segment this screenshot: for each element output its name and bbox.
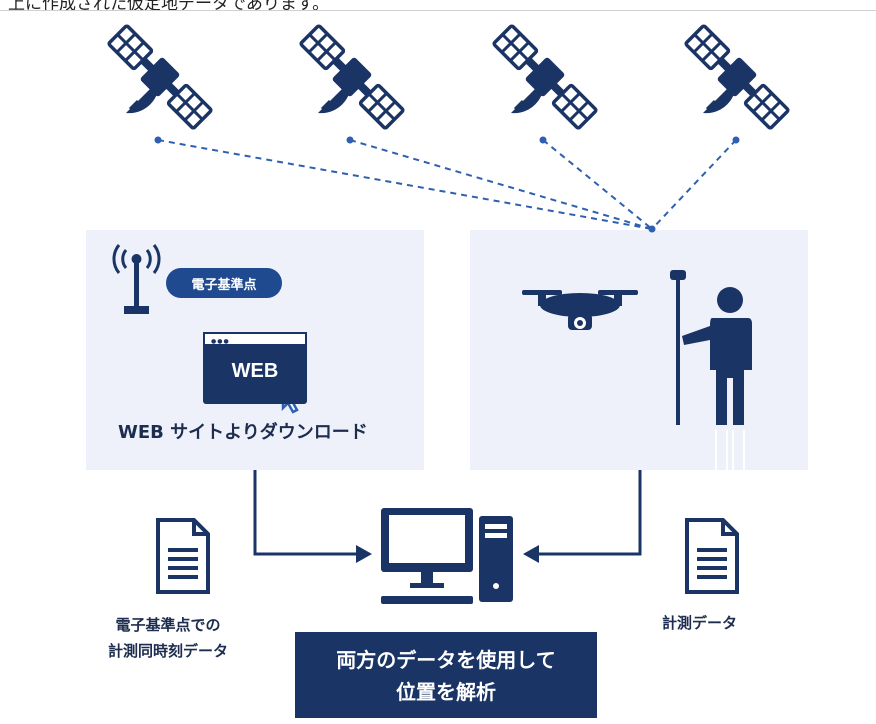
surveyor-shadow-lines <box>715 430 745 470</box>
arrow-right-icon <box>356 545 372 563</box>
reference-data-label: 電子基準点での 計測同時刻データ <box>108 612 228 664</box>
computer-icon <box>381 508 513 604</box>
reference-station-badge: 電子基準点 <box>166 268 282 298</box>
download-caption: WEB サイトよりダウンロード <box>118 422 368 443</box>
satellite-icon <box>489 21 601 133</box>
divider <box>0 10 876 11</box>
satellite-icon <box>104 21 216 133</box>
flow-arrows <box>253 470 642 556</box>
browser-title-bar: ●●● <box>203 332 307 346</box>
analysis-line2: 位置を解析 <box>396 680 496 704</box>
browser-window-icon: ●●● <box>203 332 307 404</box>
signal-lines <box>157 139 737 230</box>
survey-data-label: 計測データ <box>662 614 738 632</box>
reference-data-line2: 計測同時刻データ <box>108 642 229 660</box>
document-icon <box>685 518 739 594</box>
analysis-box: 両方のデータを使用して 位置を解析 <box>295 632 597 718</box>
satellite-icon <box>681 21 793 133</box>
document-icon <box>156 518 210 594</box>
signal-dots <box>154 136 740 233</box>
satellite-icon <box>296 21 408 133</box>
drone-icon <box>522 290 638 330</box>
web-icon-label: WEB <box>231 360 279 382</box>
antenna-tower-icon <box>112 244 161 314</box>
analysis-line1: 両方のデータを使用して <box>336 648 556 672</box>
reference-data-line1: 電子基準点での <box>115 616 221 634</box>
arrow-left-icon <box>523 545 539 563</box>
surveyor-icon <box>670 270 752 425</box>
